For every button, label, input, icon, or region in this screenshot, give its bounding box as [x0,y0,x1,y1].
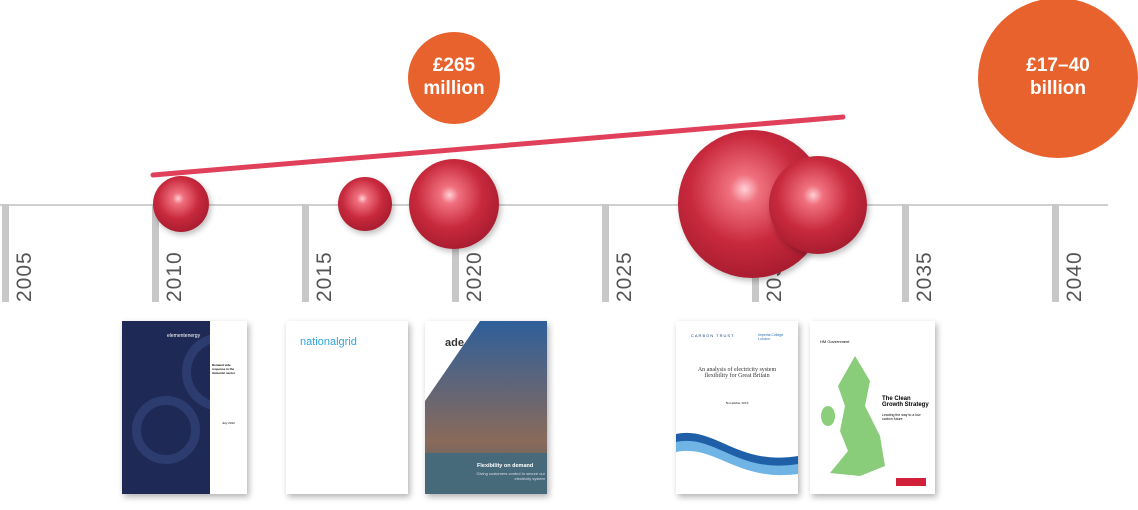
bubble-2016 [338,177,392,231]
callout-unit: billion [1030,78,1086,99]
cover-subtitle: Leading the way to a low carbon future [882,413,921,421]
callout-17-40-billion: £17–40 billion [978,0,1138,158]
report-cover-ade[interactable]: ade Flexibility on demand Giving custome… [425,321,547,494]
bubble-2010 [153,176,209,232]
timeline-axis [0,204,1108,206]
tick-2020 [452,204,459,302]
report-cover-clean-growth-strategy[interactable]: HM Government The Clean Growth Strategy … [810,321,935,494]
callout-value: £17–40 [1026,55,1090,77]
tick-2010 [152,204,159,302]
bubble-2020 [409,159,499,249]
tick-2005 [2,204,9,302]
report-cover-carbon-trust[interactable]: CARBON TRUST Imperial College London An … [676,321,798,494]
tick-2035 [902,204,909,302]
bubble-2030 [769,156,867,254]
cover-title: Demand side response in the domestic sec… [212,363,236,375]
tick-2040 [1052,204,1059,302]
cover-brand: elementenergy [167,333,201,339]
cover-brand: ade [445,337,464,349]
cover-brand: nationalgrid [300,336,357,348]
uk-map-icon [821,356,885,476]
cover-title: The Clean Growth Strategy [882,396,929,408]
cover-title: Flexibility on demand [477,463,534,469]
tick-2015 [302,204,309,302]
report-cover-national-grid[interactable]: nationalgrid [286,321,408,494]
report-cover-element-energy[interactable]: elementenergy Demand side response in th… [122,321,247,494]
cover-brand-2: Imperial College London [758,333,784,341]
callout-265-million: £265 million [408,32,500,124]
cover-date: July 2012 [222,421,235,425]
cover-brand: HM Government [820,339,850,344]
cover-brand: CARBON TRUST [691,333,735,338]
cover-title: An analysis of electricity system flexib… [697,367,777,379]
callout-value: £265 [432,55,476,77]
cover-subtitle: Giving customers control to secure our e… [476,471,545,481]
callout-unit: million [423,78,485,99]
cover-date: November 2016 [725,401,749,405]
tick-2025 [602,204,609,302]
